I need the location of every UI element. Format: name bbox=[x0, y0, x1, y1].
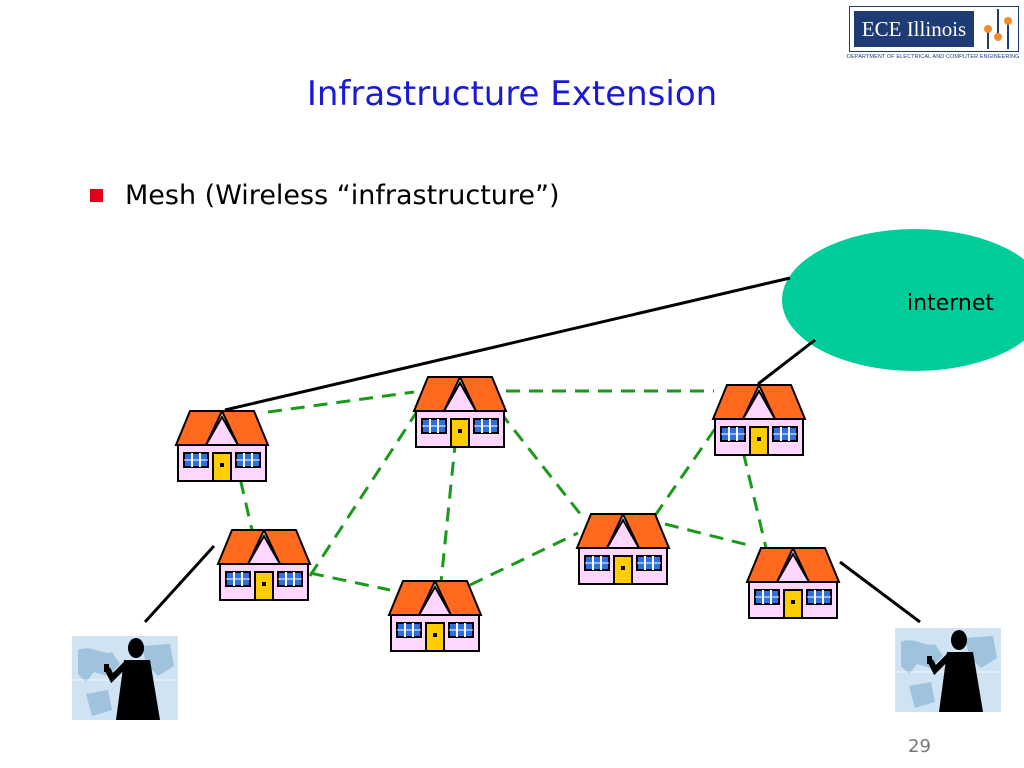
house-6 bbox=[576, 513, 670, 585]
mesh-link-3-7 bbox=[736, 429, 768, 549]
circuit-icon bbox=[984, 9, 1012, 49]
mesh-link-1-4 bbox=[223, 412, 254, 531]
internet-cloud bbox=[782, 229, 1024, 371]
slide-title: Infrastructure Extension bbox=[306, 74, 718, 114]
house-1 bbox=[175, 410, 269, 482]
mesh-link-2-4 bbox=[304, 409, 420, 583]
house-3 bbox=[712, 384, 806, 456]
user-right-person-icon bbox=[895, 628, 1001, 712]
wired-link-user-right bbox=[839, 560, 921, 624]
house-7 bbox=[746, 547, 840, 619]
internet-label: internet bbox=[907, 291, 994, 316]
house-5 bbox=[388, 580, 482, 652]
mesh-link-1-2 bbox=[267, 390, 415, 414]
mesh-link-4-5 bbox=[309, 571, 391, 592]
mesh-link-2-6 bbox=[498, 411, 587, 521]
ece-illinois-logo: ECE Illinois DEPARTMENT OF ELECTRICAL AN… bbox=[841, 2, 1021, 66]
bullet-item: Mesh (Wireless “infrastructure”) bbox=[90, 180, 560, 211]
bullet-square-icon bbox=[90, 189, 103, 202]
house-2 bbox=[413, 376, 507, 448]
house-4 bbox=[217, 529, 311, 601]
mesh-link-6-7 bbox=[664, 522, 753, 548]
logo-subtitle: DEPARTMENT OF ELECTRICAL AND COMPUTER EN… bbox=[847, 54, 1020, 60]
logo-name: ECE Illinois bbox=[854, 11, 974, 47]
wired-link-house3-internet bbox=[757, 338, 816, 386]
logo-frame: ECE Illinois bbox=[849, 6, 1019, 52]
user-left-person-icon bbox=[72, 636, 178, 720]
wired-link-house1-internet bbox=[224, 276, 791, 412]
bullet-text: Mesh (Wireless “infrastructure”) bbox=[125, 180, 560, 211]
page-number: 29 bbox=[908, 736, 931, 757]
mesh-link-5-6 bbox=[469, 531, 579, 587]
wired-link-user-left bbox=[143, 544, 216, 624]
